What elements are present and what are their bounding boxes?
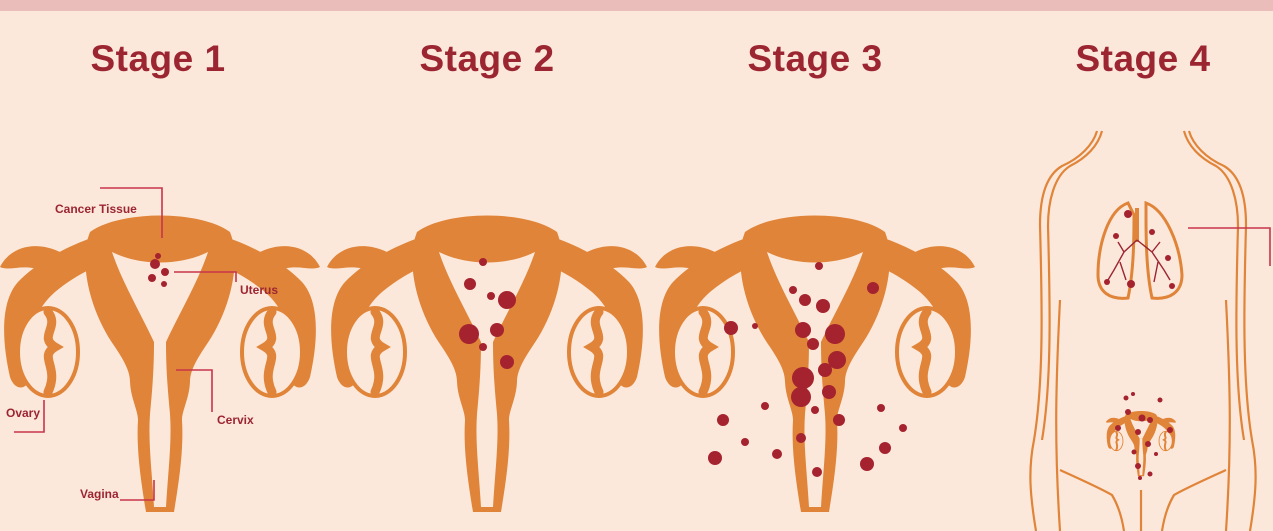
label-uterus: Uterus	[240, 283, 278, 297]
label-vagina: Vagina	[80, 487, 119, 501]
stage-1-uterus	[0, 216, 320, 513]
stage-3-uterus	[655, 216, 975, 513]
label-ovary: Ovary	[6, 406, 40, 420]
label-cancer-tissue: Cancer Tissue	[55, 202, 137, 216]
label-cervix: Cervix	[217, 413, 254, 427]
stage-2-uterus	[327, 216, 647, 513]
stage-4-lungs	[1098, 203, 1182, 298]
